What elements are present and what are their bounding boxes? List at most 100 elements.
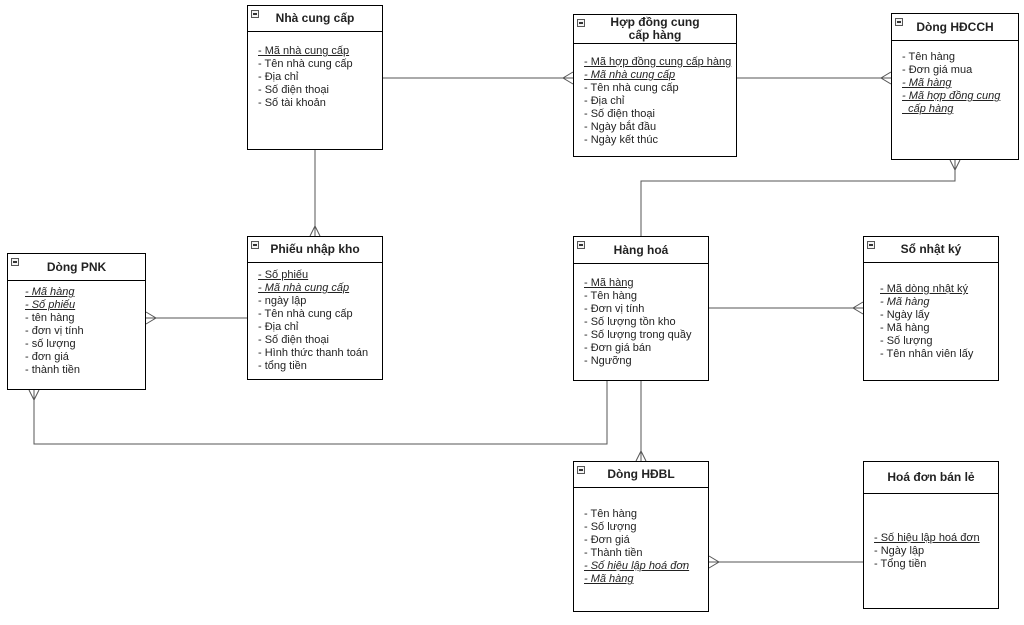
entity-title: Hoá đơn bán lẻ [887, 470, 975, 484]
crowfoot-dongpnk [145, 311, 157, 325]
attr: - Số điện thoại [258, 334, 329, 346]
entity-header: Sổ nhật ký [864, 237, 998, 263]
attr: - ngày lập [258, 295, 307, 307]
entity-dong-pnk[interactable]: Dòng PNK - Mã hàng - Số phiếu - tên hàng… [7, 253, 146, 390]
attr: - Đơn vị tính [584, 303, 645, 315]
attr: - số lượng [25, 338, 76, 350]
crowfoot-donghdbl-right [708, 555, 720, 569]
entity-so-nhat-ky[interactable]: Sổ nhật ký - Mã dòng nhật ký - Mã hàng -… [863, 236, 999, 381]
crowfoot-donghdcch-bottom [949, 159, 961, 172]
entity-title: Nhà cung cấp [275, 11, 355, 25]
attr-foreign-key: - Số phiếu [25, 299, 76, 311]
attr: - thành tiền [25, 364, 81, 376]
attr: - Đơn giá mua [902, 64, 973, 76]
attr: - Ngày bắt đầu [584, 121, 657, 133]
attr: - Tên nhà cung cấp [584, 82, 679, 94]
entity-dong-hdcch[interactable]: Dòng HĐCCH - Tên hàng - Đơn giá mua - Mã… [891, 13, 1019, 160]
crowfoot-donghdbl [635, 449, 647, 462]
entity-phieu-nhap-kho[interactable]: Phiếu nhập kho - Số phiếu - Mã nhà cung … [247, 236, 383, 380]
attr: - đơn vị tính [25, 325, 84, 337]
attr: - Tên hàng [584, 290, 638, 302]
attr: - Tên hàng [584, 508, 638, 520]
attr-primary-key: - Mã hợp đồng cung cấp hàng [584, 56, 732, 68]
entity-header: Dòng HĐBL [574, 462, 708, 488]
attr-foreign-key: - Số hiệu lập hoá đơn [584, 560, 690, 572]
collapse-icon[interactable] [251, 241, 259, 249]
attr: - Mã hàng [880, 322, 930, 334]
collapse-icon[interactable] [577, 19, 585, 27]
attr: - Số điện thoại [258, 84, 329, 96]
collapse-icon[interactable] [577, 466, 585, 474]
attr: - Ngày lập [874, 545, 925, 557]
attr: - Đơn giá bán [584, 342, 652, 354]
attr: - Đơn giá [584, 534, 630, 546]
attr: - Địa chỉ [584, 95, 625, 107]
attr: - Địa chỉ [258, 321, 299, 333]
entity-title: Hàng hoá [613, 242, 669, 257]
attr: - Số lượng tồn kho [584, 316, 676, 328]
crowfoot-phieunhap [309, 224, 321, 237]
attr: - tổng tiền [258, 360, 307, 372]
attr-primary-key: - Mã hàng [584, 277, 634, 289]
attr: - Số lượng [584, 521, 637, 533]
entity-hang-hoa[interactable]: Hàng hoá - Mã hàng - Tên hàng - Đơn vị t… [573, 236, 709, 381]
collapse-icon[interactable] [577, 241, 585, 249]
entity-header: Dòng PNK [8, 254, 145, 281]
collapse-icon[interactable] [867, 241, 875, 249]
entity-title: Dòng PNK [46, 259, 107, 274]
crowfoot-dongpnk-bottom [28, 389, 40, 402]
attr-primary-key: - Số hiệu lập hoá đơn [874, 532, 980, 544]
attr: - Số lượng trong quầy [584, 329, 692, 341]
rel-hanghoa-donghdcch [640, 160, 956, 236]
entity-title: Sổ nhật ký [900, 242, 962, 256]
attr: - Tên nhà cung cấp [258, 308, 353, 320]
entity-title: Dòng HĐBL [607, 467, 675, 481]
entity-title: Dòng HĐCCH [916, 19, 994, 34]
entity-header: Nhà cung cấp [248, 6, 382, 32]
attr: - Hình thức thanh toán [258, 347, 369, 359]
attr-primary-key: - Mã dòng nhật ký [880, 283, 969, 295]
attr: - Số lượng [880, 335, 933, 347]
attr: - Tên nhân viên lấy [880, 348, 974, 360]
attr-foreign-key: - Mã hàng [584, 573, 634, 585]
crowfoot-hopdong [562, 71, 574, 85]
attr-primary-key: - Mã nhà cung cấp [258, 45, 350, 57]
attr: - Số điện thoại [584, 108, 655, 120]
attr: - Mã hàng [880, 296, 930, 308]
attr-foreign-key: - Mã hàng [902, 77, 952, 89]
collapse-icon[interactable] [251, 10, 259, 18]
attr: - Tổng tiền [874, 558, 927, 570]
collapse-icon[interactable] [895, 18, 903, 26]
attr: - Ngày lấy [880, 309, 930, 321]
attr-foreign-key: cấp hàng [902, 103, 954, 115]
attr: - đơn giá [25, 351, 69, 363]
attr: - Thành tiền [584, 547, 643, 559]
attr-foreign-key: - Mã hợp đồng cung [902, 90, 1001, 102]
entity-dong-hdbl[interactable]: Dòng HĐBL - Tên hàng - Số lượng - Đơn gi… [573, 461, 709, 612]
crowfoot-sonhatky [852, 301, 864, 315]
entity-header: Hàng hoá [574, 237, 708, 264]
entity-nha-cung-cap[interactable]: Nhà cung cấp - Mã nhà cung cấp - Tên nhà… [247, 5, 383, 150]
entity-header: Phiếu nhập kho [248, 237, 382, 263]
attr-primary-key: - Số phiếu [258, 269, 309, 281]
collapse-icon[interactable] [11, 258, 19, 266]
attr: - Số tài khoản [258, 97, 326, 109]
attr-foreign-key: - Mã nhà cung cấp [258, 282, 350, 294]
attr: - tên hàng [25, 312, 75, 324]
entity-title: Hợp đồng cung cấp hàng [610, 15, 700, 42]
attr-foreign-key: - Mã hàng [25, 286, 75, 298]
attr: - Tên hàng [902, 51, 956, 63]
entity-hoa-don-ban-le[interactable]: Hoá đơn bán lẻ - Số hiệu lập hoá đơn - N… [863, 461, 999, 609]
attr-foreign-key: - Mã nhà cung cấp [584, 69, 676, 81]
entity-hop-dong-cung-cap-hang[interactable]: Hợp đồng cung cấp hàng - Mã hợp đồng cun… [573, 14, 737, 157]
attr: - Tên nhà cung cấp [258, 58, 353, 70]
attr: - Ngày kết thúc [584, 134, 658, 146]
rel-dongpnk-hanghoa [33, 381, 608, 445]
entity-header: Hoá đơn bán lẻ [864, 462, 998, 494]
crowfoot-donghdcch [880, 71, 892, 85]
entity-title: Phiếu nhập kho [270, 242, 360, 256]
entity-header: Hợp đồng cung cấp hàng [574, 15, 736, 44]
attr: - Ngưỡng [584, 355, 632, 367]
entity-header: Dòng HĐCCH [892, 14, 1018, 41]
